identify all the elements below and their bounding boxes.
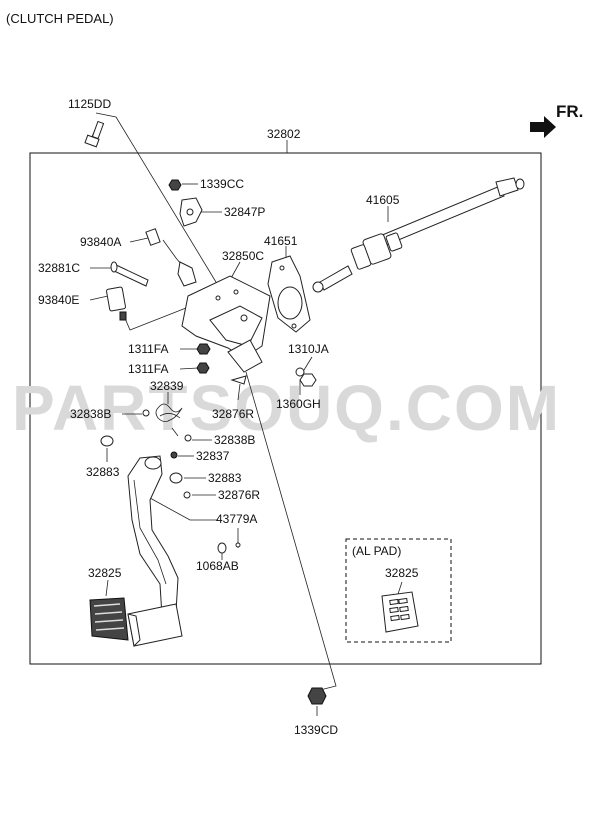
label-32837: 32837 bbox=[196, 449, 230, 463]
label-93840a: 93840A bbox=[80, 235, 121, 249]
al-pad-inset: (AL PAD) 32825 bbox=[345, 538, 452, 643]
bushing-32838b-right bbox=[184, 434, 192, 442]
leader-lines bbox=[89, 112, 389, 716]
switch-93840a bbox=[145, 228, 197, 287]
label-32838b-right: 32838B bbox=[214, 433, 255, 447]
bushing-32883-right bbox=[169, 472, 183, 484]
al-pad-icon bbox=[381, 591, 419, 633]
switch-93840e bbox=[106, 286, 127, 321]
assembly-frame bbox=[29, 152, 542, 665]
al-pad-inset-title: (AL PAD) bbox=[352, 544, 401, 558]
pin-32837 bbox=[170, 451, 178, 459]
label-1311fa-upper: 1311FA bbox=[128, 342, 168, 356]
label-32825: 32825 bbox=[88, 566, 122, 580]
label-32839: 32839 bbox=[150, 379, 184, 393]
label-41651: 41651 bbox=[264, 234, 298, 248]
spring-32839 bbox=[155, 403, 183, 437]
diagram-title: (CLUTCH PEDAL) bbox=[6, 11, 114, 26]
stopper-32876r-upper bbox=[230, 375, 247, 385]
stopper-32876r-lower bbox=[183, 491, 191, 499]
front-arrow-icon bbox=[530, 116, 556, 138]
nut-1360gh bbox=[299, 373, 317, 387]
pedal-bracket-32850c bbox=[181, 275, 271, 373]
label-32876r-lower: 32876R bbox=[218, 488, 260, 502]
label-93840e: 93840E bbox=[38, 293, 79, 307]
label-1125dd: 1125DD bbox=[68, 97, 111, 111]
nut-1339cc bbox=[168, 179, 182, 191]
pedal-pad-32825 bbox=[89, 597, 129, 641]
nut-1311fa-lower bbox=[196, 362, 210, 374]
label-43779a: 43779A bbox=[216, 512, 257, 526]
screw-43779a bbox=[235, 540, 241, 548]
label-1339cd: 1339CD bbox=[294, 723, 338, 737]
clutch-pedal-arm bbox=[127, 455, 183, 648]
master-cylinder-41605 bbox=[312, 177, 525, 293]
label-32883-left: 32883 bbox=[86, 465, 120, 479]
label-32802: 32802 bbox=[267, 127, 301, 141]
label-1310ja: 1310JA bbox=[288, 342, 329, 356]
label-32876r-upper: 32876R bbox=[212, 407, 254, 421]
bolt-1125dd bbox=[84, 120, 105, 148]
label-32838b-left: 32838B bbox=[70, 407, 111, 421]
label-41605: 41605 bbox=[366, 193, 400, 207]
washer-1068ab bbox=[217, 542, 227, 554]
bushing-32883-left bbox=[100, 435, 114, 447]
front-direction-label: FR. bbox=[556, 102, 583, 121]
label-32883-right: 32883 bbox=[208, 471, 242, 485]
gasket-41651 bbox=[267, 255, 311, 333]
label-1360gh: 1360GH bbox=[276, 397, 321, 411]
watermark: PARTSOUQ.COM bbox=[12, 372, 561, 444]
label-32850c: 32850C bbox=[222, 249, 264, 263]
label-32847p: 32847P bbox=[224, 205, 265, 219]
part-labels: 1125DD 32802 1339CC 32847P 41605 93840A … bbox=[38, 97, 400, 737]
label-1068ab: 1068AB bbox=[196, 559, 239, 573]
washer-1310ja bbox=[295, 367, 305, 377]
nut-1311fa-upper bbox=[196, 343, 211, 355]
label-32881c: 32881C bbox=[38, 261, 80, 275]
label-1339cc: 1339CC bbox=[200, 177, 244, 191]
pin-32881c bbox=[110, 261, 149, 287]
bushing-32838b-left bbox=[142, 409, 150, 417]
label-1311fa-lower: 1311FA bbox=[128, 362, 168, 376]
front-direction-indicator: FR. bbox=[530, 102, 583, 138]
al-pad-inset-part-label: 32825 bbox=[385, 566, 419, 580]
nut-1339cd bbox=[307, 687, 327, 705]
